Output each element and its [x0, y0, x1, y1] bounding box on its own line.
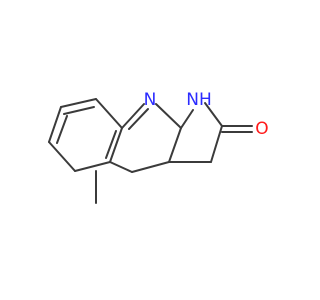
double-bond-inner	[128, 108, 149, 130]
bond	[210, 125, 223, 163]
bond	[60, 98, 97, 108]
bond	[155, 103, 182, 129]
bond	[48, 106, 62, 143]
double-bond-inner	[56, 115, 68, 144]
nh-label: NH	[186, 90, 212, 110]
bond	[109, 127, 123, 163]
double-bond-inner	[105, 130, 117, 159]
oxygen-label: O	[255, 119, 268, 139]
double-bond-inner	[63, 106, 95, 115]
bond	[109, 161, 133, 173]
atom-labels: N NH O	[144, 90, 269, 139]
bond	[95, 98, 123, 129]
bond	[180, 109, 194, 129]
benzene-ring	[48, 98, 123, 172]
bond	[74, 161, 111, 172]
molecule-canvas: N NH O	[48, 90, 269, 204]
bond	[168, 127, 182, 163]
nitrogen-label: N	[144, 90, 157, 110]
middle-ring	[109, 103, 182, 173]
bond	[131, 161, 170, 173]
lactam-ring	[168, 102, 223, 163]
bond	[121, 103, 145, 129]
carbonyl	[221, 125, 253, 133]
bond	[48, 141, 76, 172]
structure-diagram: N NH O	[48, 90, 269, 204]
bond	[204, 102, 223, 127]
